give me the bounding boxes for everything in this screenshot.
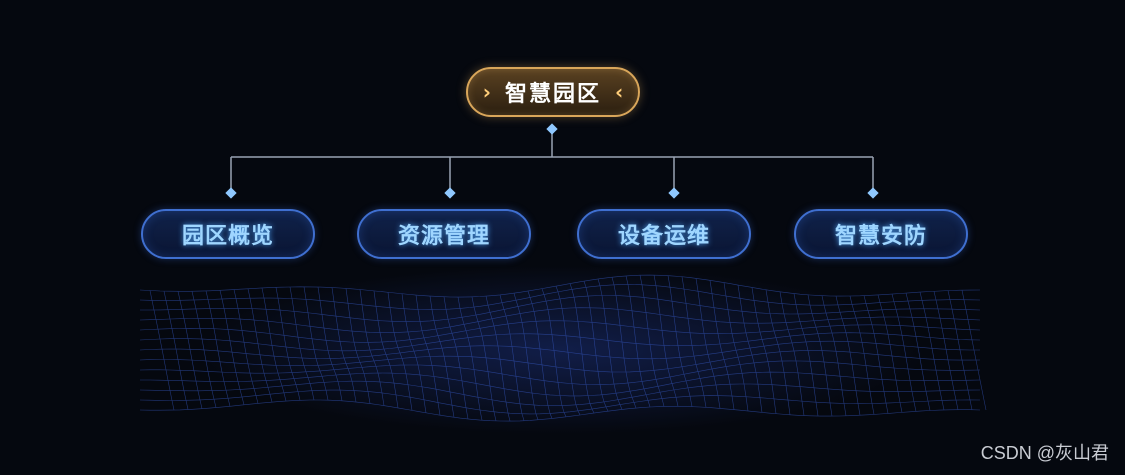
- mesh-column-line: [373, 290, 399, 409]
- mesh-row-line: [139, 274, 981, 298]
- mesh-column-line: [499, 294, 525, 421]
- mesh-column-line: [513, 293, 539, 420]
- mesh-column-line: [471, 296, 497, 421]
- mesh-column-line: [709, 280, 735, 410]
- child-node-smart-security[interactable]: 智慧安防: [794, 209, 968, 259]
- mesh-column-line: [289, 286, 315, 401]
- mesh-column-line: [177, 291, 203, 409]
- mesh-row-line: [139, 340, 980, 360]
- mesh-column-line: [891, 293, 917, 412]
- mesh-column-line: [345, 288, 371, 404]
- mesh-column-line: [919, 292, 945, 410]
- mesh-row-line: [139, 380, 981, 406]
- mesh-column-line: [219, 290, 245, 405]
- mesh-column-line: [639, 275, 665, 407]
- mesh-column-line: [247, 288, 273, 403]
- mesh-row-line: [139, 360, 981, 385]
- mesh-column-line: [681, 276, 707, 408]
- mesh-column-line: [877, 294, 903, 413]
- mesh-column-line: [443, 296, 469, 420]
- branch-diamond-marker-2: [444, 187, 456, 199]
- mesh-column-line: [415, 294, 441, 416]
- mesh-column-line: [303, 286, 329, 401]
- mesh-column-line: [261, 287, 287, 402]
- mesh-column-line: [317, 286, 343, 401]
- mesh-column-line: [569, 283, 595, 414]
- mesh-column-line: [401, 293, 427, 413]
- root-node-button[interactable]: › 智慧园区 ‹: [466, 67, 640, 117]
- child-node-label: 资源管理: [397, 224, 490, 249]
- mesh-column-line: [947, 290, 973, 410]
- child-node-device-maintenance[interactable]: 设备运维: [577, 209, 751, 259]
- child-node-label: 智慧安防: [834, 224, 927, 249]
- mesh-column-line: [653, 275, 679, 407]
- mesh-column-line: [149, 290, 175, 411]
- mesh-column-line: [485, 296, 511, 422]
- mesh-column-line: [863, 295, 889, 414]
- mesh-column-line: [933, 291, 959, 410]
- mesh-column-line: [905, 293, 931, 411]
- mesh-column-line: [583, 281, 609, 412]
- mesh-column-line: [835, 296, 861, 416]
- mesh-column-line: [695, 278, 721, 409]
- mesh-row-line: [139, 284, 981, 310]
- mesh-row-line: [139, 332, 981, 352]
- mesh-column-line: [275, 287, 301, 401]
- mesh-column-line: [849, 295, 875, 415]
- mesh-column-line: [723, 282, 749, 412]
- mesh-column-line: [793, 293, 819, 417]
- mesh-column-line: [191, 291, 217, 408]
- root-node-label: 智慧园区: [504, 82, 601, 107]
- mesh-column-line: [821, 295, 847, 416]
- mesh-row-line: [139, 320, 981, 343]
- child-node-park-overview[interactable]: 园区概览: [141, 209, 315, 259]
- branch-diamond-marker-3: [668, 187, 680, 199]
- chevron-left-icon: ‹: [615, 80, 624, 104]
- child-node-label: 园区概览: [181, 224, 274, 249]
- mesh-column-line: [751, 287, 777, 414]
- mesh-row-line: [139, 399, 981, 422]
- mesh-column-line: [667, 275, 693, 407]
- mesh-column-line: [163, 291, 189, 410]
- mesh-column-line: [555, 286, 581, 416]
- mesh-row-line: [139, 307, 981, 333]
- mesh-column-line: [527, 291, 553, 419]
- mesh-row-line: [139, 389, 981, 415]
- child-node-resource-management[interactable]: 资源管理: [357, 209, 531, 259]
- child-node-label: 设备运维: [617, 224, 710, 249]
- mesh-column-line: [961, 290, 987, 411]
- mesh-column-line: [611, 277, 637, 409]
- branch-diamond-marker-1: [225, 187, 237, 199]
- watermark-text: CSDN @灰山君: [980, 443, 1109, 463]
- branch-diamond-marker-4: [867, 187, 879, 199]
- mesh-column-line: [233, 289, 259, 404]
- chevron-right-icon: ›: [482, 80, 491, 104]
- mesh-column-line: [779, 291, 805, 416]
- mesh-column-line: [765, 289, 791, 415]
- mesh-column-line: [387, 292, 413, 411]
- mesh-column-line: [541, 288, 567, 417]
- mesh-column-line: [625, 275, 651, 408]
- mesh-column-line: [457, 297, 483, 421]
- mesh-column-line: [205, 290, 231, 407]
- mesh-column-line: [331, 287, 357, 403]
- mesh-column-line: [597, 278, 623, 410]
- mesh-column-line: [359, 289, 385, 406]
- mesh-column-line: [429, 296, 455, 418]
- mesh-column-line: [737, 284, 763, 413]
- mesh-column-line: [807, 294, 833, 417]
- mesh-row-line: [139, 350, 981, 373]
- root-diamond-marker: [546, 123, 558, 135]
